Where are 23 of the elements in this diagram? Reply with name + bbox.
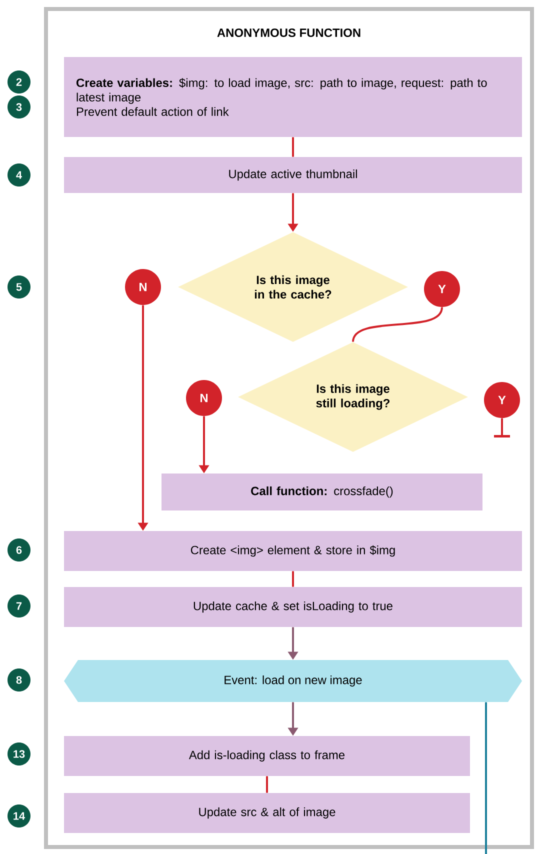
callout-number: 2	[8, 70, 30, 94]
callout-number: 6	[8, 538, 30, 562]
process-box: Create variables: $img: to load image, src: path to image, request: path to latest image Prevent default action of link	[64, 57, 522, 137]
callout-number: 14	[8, 804, 30, 828]
process-box: Update cache & set isLoading to true	[64, 587, 522, 627]
process-box: Call function: crossfade()	[162, 474, 482, 510]
connector	[266, 776, 268, 793]
callout-number: 4	[8, 164, 30, 186]
process-box: Update active thumbnail	[64, 157, 522, 193]
process-box: Add is-loading class to frame	[64, 736, 470, 776]
callout-number: 7	[8, 594, 30, 618]
callout-number: 5	[8, 276, 30, 298]
callout-number: 8	[8, 668, 30, 692]
connector	[292, 137, 294, 157]
connector	[485, 702, 487, 854]
connector	[352, 306, 443, 342]
connector	[501, 418, 503, 436]
callout-number: 13	[8, 742, 30, 766]
process-box: Update src & alt of image	[64, 793, 470, 833]
process-box: Create <img> element & store in $img	[64, 531, 522, 571]
event-banner: Event: load on new image	[64, 660, 522, 702]
connector	[292, 571, 294, 587]
callout-number: 3	[8, 96, 30, 118]
